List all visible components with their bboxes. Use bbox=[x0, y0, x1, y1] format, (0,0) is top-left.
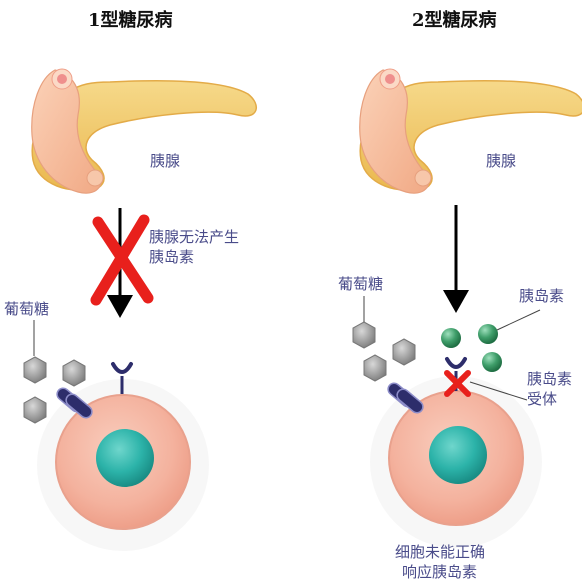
green-sphere-icon bbox=[482, 352, 502, 372]
glucose-label: 葡萄糖 bbox=[4, 299, 49, 319]
cell-nucleus bbox=[96, 429, 154, 487]
down-arrow bbox=[443, 205, 469, 313]
receptor-label-line2: 受体 bbox=[527, 389, 557, 409]
hexagon-icon bbox=[24, 397, 46, 423]
glucose-label: 葡萄糖 bbox=[338, 274, 383, 294]
insulin-label: 胰岛素 bbox=[519, 286, 564, 306]
red-x-cross-icon bbox=[96, 220, 148, 300]
green-sphere-icon bbox=[478, 324, 498, 344]
blocked-label-line1: 胰腺无法产生 bbox=[149, 227, 239, 247]
pancreas-label: 胰腺 bbox=[486, 151, 516, 171]
receptor-label-line1: 胰岛素 bbox=[527, 369, 572, 389]
panel-title-type1: 1型糖尿病 bbox=[88, 6, 173, 32]
hexagon-icon bbox=[63, 360, 85, 386]
pancreas-illustration bbox=[32, 69, 257, 193]
glucose-molecules bbox=[353, 322, 415, 381]
green-sphere-icon bbox=[441, 328, 461, 348]
pancreas-label: 胰腺 bbox=[150, 151, 180, 171]
cell-response-label-line1: 细胞未能正确 bbox=[395, 542, 485, 562]
panel-title-type2: 2型糖尿病 bbox=[412, 6, 497, 32]
insulin-pointer-line bbox=[497, 310, 540, 330]
blocked-label-line2: 胰岛素 bbox=[149, 247, 194, 267]
cell-nucleus bbox=[429, 426, 487, 484]
cell-response-label-line2: 响应胰岛素 bbox=[402, 562, 477, 582]
pancreas-illustration bbox=[360, 69, 582, 193]
hexagon-icon bbox=[24, 357, 46, 383]
hexagon-icon bbox=[364, 355, 386, 381]
hexagon-icon bbox=[393, 339, 415, 365]
hexagon-icon bbox=[353, 322, 375, 348]
